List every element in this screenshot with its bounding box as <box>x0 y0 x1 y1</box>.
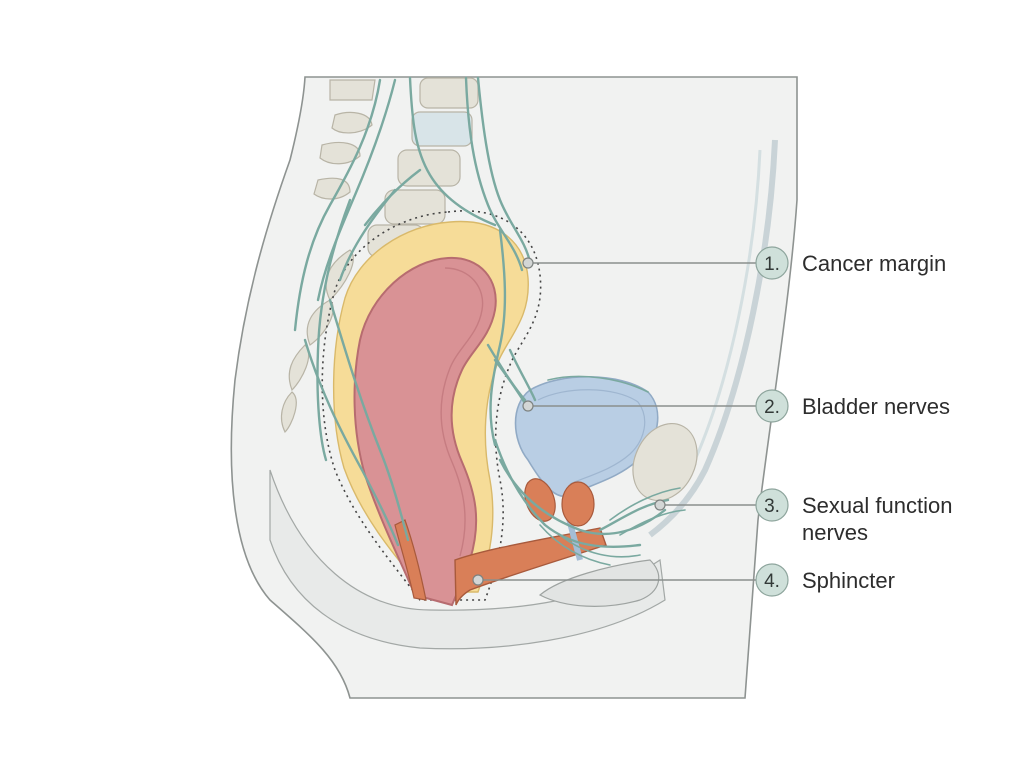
label-text-2: Bladder nerves <box>802 394 950 419</box>
label-number-3: 3. <box>764 496 780 517</box>
label-number-1: 1. <box>764 254 780 275</box>
perineum <box>538 559 660 607</box>
seminal-vesicle-right <box>561 481 595 527</box>
rectum-lining <box>440 267 484 557</box>
label-text-3-line2: nerves <box>802 520 868 545</box>
label-text-4: Sphincter <box>802 568 895 593</box>
label-1: 1. Cancer margin <box>755 246 946 280</box>
anchor-cancer-margin <box>522 257 534 269</box>
spine <box>280 77 479 434</box>
pelvic-nerves <box>293 76 686 566</box>
label-text-3: Sexual function <box>802 493 952 518</box>
label-text-1: Cancer margin <box>802 251 946 276</box>
bladder-wall <box>537 389 646 485</box>
abdominal-wall-inner <box>693 149 762 461</box>
anchor-sexual-function-nerves <box>654 499 666 511</box>
label-3: 3. Sexual function nerves <box>755 488 952 545</box>
label-number-2: 2. <box>764 397 780 418</box>
badge-4 <box>755 563 789 597</box>
label-2: 2. Bladder nerves <box>755 389 950 423</box>
anchor-bladder-nerves <box>522 400 534 412</box>
anchor-sphincter <box>472 574 484 586</box>
sphincter-upper <box>394 519 427 601</box>
badge-3 <box>755 488 789 522</box>
badge-2 <box>755 389 789 423</box>
label-4: 4. Sphincter <box>755 563 895 597</box>
leader-lines <box>472 257 756 586</box>
sphincter-muscle <box>454 527 607 606</box>
badge-1 <box>755 246 789 280</box>
label-number-4: 4. <box>764 571 780 592</box>
